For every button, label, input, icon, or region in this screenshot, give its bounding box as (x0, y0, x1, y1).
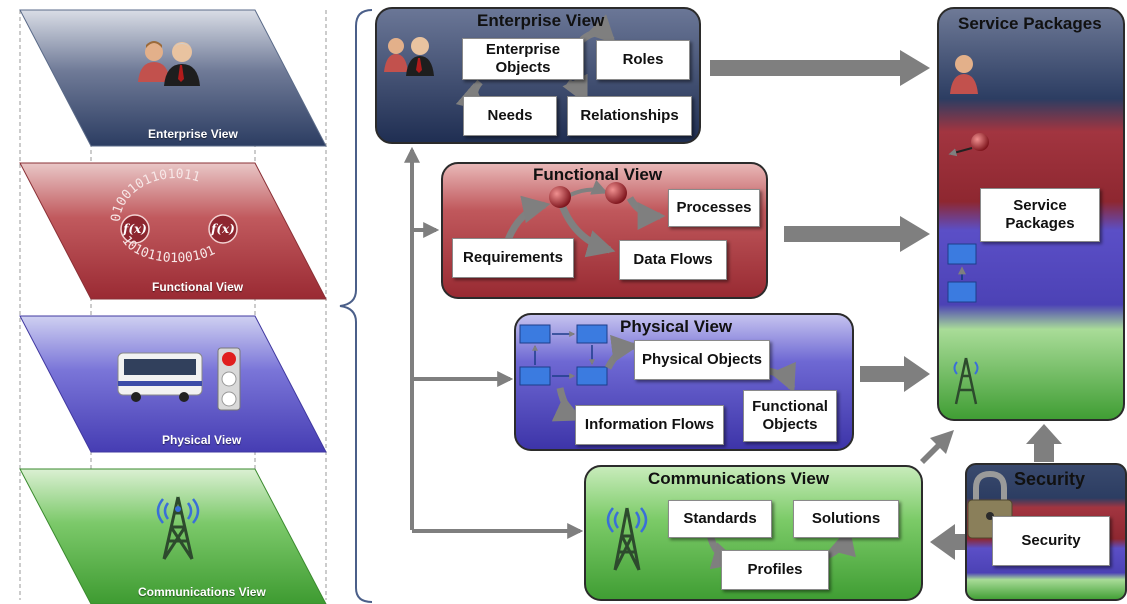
data-flows-box: Data Flows (619, 240, 727, 280)
relationships-box: Relationships (567, 96, 692, 136)
radio-tower-icon-small (606, 507, 648, 571)
fx-right: f(x) (210, 222, 235, 236)
enterprise-layer-label: Enterprise View (148, 127, 238, 141)
physical-objects-box: Physical Objects (634, 340, 770, 380)
people-icon-small (384, 37, 434, 76)
roles-box: Roles (596, 40, 690, 80)
process-node-2 (605, 182, 627, 204)
profiles-box: Profiles (721, 550, 829, 590)
communications-layer-label: Communications View (138, 585, 266, 599)
physical-layer-label: Physical View (162, 433, 242, 447)
flow-arrows (710, 50, 1062, 560)
process-node-1 (549, 186, 571, 208)
service-packages-box: Service Packages (980, 188, 1100, 242)
svg-text:1010110100101: 1010110100101 (118, 234, 217, 267)
service-packages-title: Service Packages (958, 14, 1102, 33)
needs-box: Needs (463, 96, 557, 136)
tower-icon (953, 357, 979, 405)
communications-view-title: Communications View (648, 469, 830, 488)
solutions-box: Solutions (793, 500, 899, 538)
binary-top: 0100101101011 (109, 167, 202, 223)
object-grid (519, 324, 608, 386)
function-node-icon (971, 133, 989, 151)
fx-left: f(x) (122, 222, 147, 236)
information-flows-box: Information Flows (575, 405, 724, 445)
binary-bottom: 1010110100101 (118, 234, 217, 267)
functional-objects-box: Functional Objects (743, 390, 837, 442)
functional-layer-label: Functional View (152, 280, 244, 294)
physical-view-title: Physical View (620, 317, 733, 336)
traffic-light-icon (217, 347, 241, 411)
person-icon (950, 55, 978, 94)
standards-box: Standards (668, 500, 772, 538)
bracket (339, 9, 373, 603)
svg-text:0100101101011: 0100101101011 (109, 167, 202, 223)
binary-circle-icon (120, 214, 238, 244)
security-title: Security (1014, 469, 1086, 489)
communications-layer (19, 468, 327, 604)
enterprise-objects-box: Enterprise Objects (462, 38, 584, 80)
object-icon (947, 243, 977, 303)
processes-box: Processes (668, 189, 760, 227)
functional-view-title: Functional View (533, 165, 663, 184)
requirements-box: Requirements (452, 238, 574, 278)
bus-icon (117, 352, 203, 402)
people-icon (138, 41, 200, 86)
security-box: Security (992, 516, 1110, 566)
enterprise-view-title: Enterprise View (477, 11, 605, 30)
functional-layer (19, 162, 327, 300)
radio-tower-icon (156, 496, 200, 560)
